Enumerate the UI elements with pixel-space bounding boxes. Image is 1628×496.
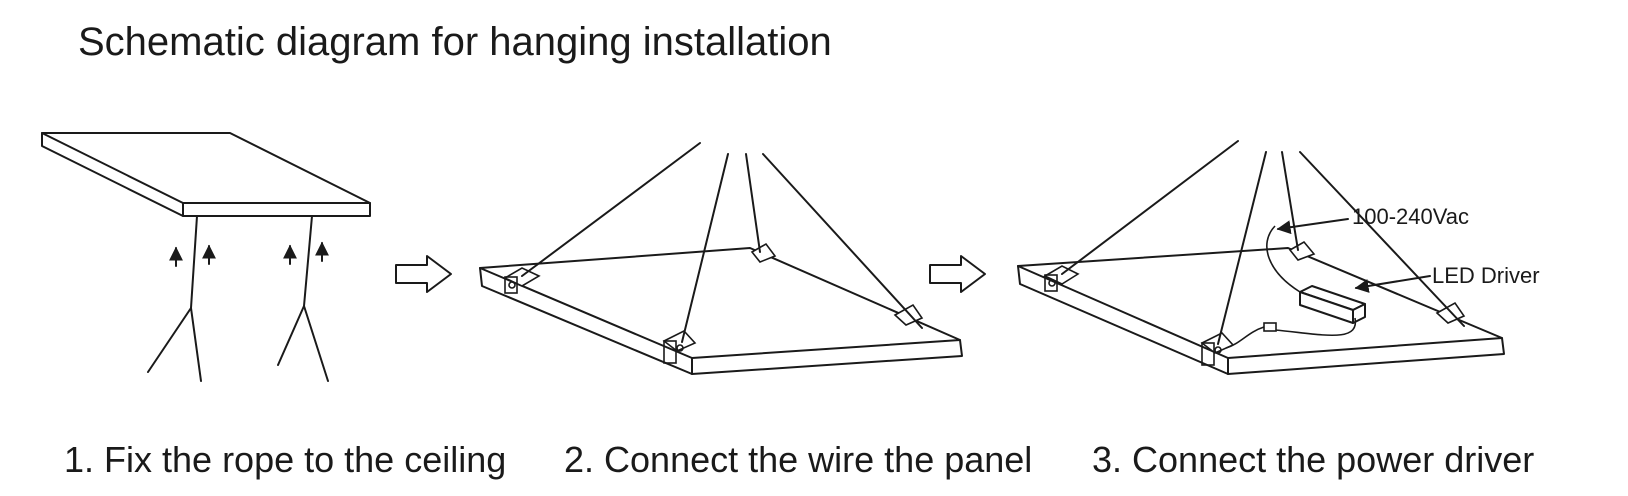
ceiling-slab [41, 132, 371, 217]
up-arrow-icons [169, 241, 329, 267]
led-panel [479, 247, 963, 375]
step3-illustration: 100-240Vac LED Driver [1017, 140, 1540, 375]
led-panel [1017, 247, 1505, 375]
voltage-callout-label: 100-240Vac [1352, 204, 1469, 229]
rope-left [147, 215, 202, 382]
driver-callout-label: LED Driver [1432, 263, 1540, 288]
callout-arrows [1276, 218, 1431, 293]
step1-illustration [41, 132, 371, 382]
hanging-wires [521, 142, 923, 343]
power-cable [1225, 225, 1357, 349]
step1-caption: 1. Fix the rope to the ceiling [64, 439, 507, 480]
diagram-title: Schematic diagram for hanging installati… [78, 20, 832, 64]
next-step-arrow-icon [929, 255, 986, 293]
hanging-wires [1061, 140, 1465, 345]
next-step-arrow-icon [395, 255, 452, 293]
rope-right [277, 215, 329, 382]
step2-caption: 2. Connect the wire the panel [564, 439, 1033, 480]
step2-illustration [479, 142, 963, 375]
led-driver-box [1299, 285, 1366, 324]
step3-caption: 3. Connect the power driver [1092, 439, 1535, 480]
